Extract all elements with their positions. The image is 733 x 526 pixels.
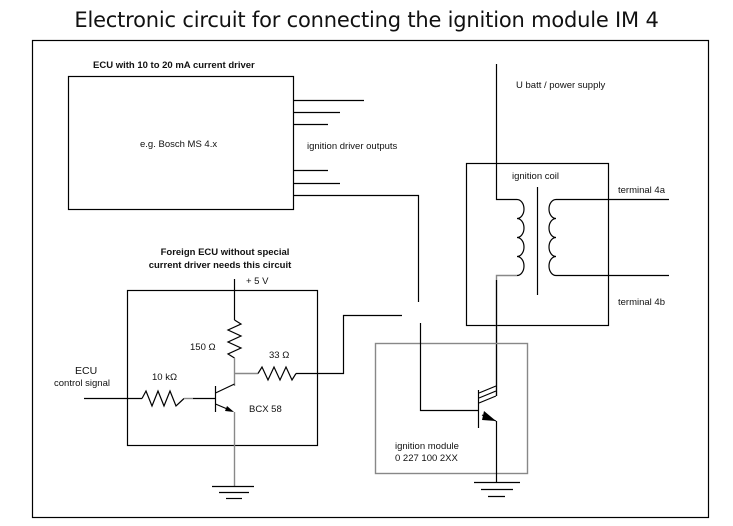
series-resistor-wire — [296, 314, 402, 375]
igbt-transistor — [477, 385, 498, 482]
resistor-10k-label: 10 kΩ — [152, 372, 177, 383]
coil-primary-winding — [516, 198, 525, 277]
resistor-33-ohm — [257, 365, 297, 382]
coil-to-module-wire — [495, 274, 517, 396]
foreign-ecu-heading-2: current driver needs this circuit — [149, 260, 292, 271]
ecu-box — [67, 75, 295, 211]
diagram-title: Electronic circuit for connecting the ig… — [74, 8, 659, 32]
resistor-33-label: 33 Ω — [269, 350, 289, 361]
module-input-wire — [419, 323, 478, 412]
ubatt-label: U batt / power supply — [516, 80, 605, 91]
foreign-circuit-box — [126, 289, 319, 447]
transistor-label: BCX 58 — [249, 404, 282, 415]
foreign-ecu-heading-1: Foreign ECU without special — [161, 247, 290, 258]
resistor-150-ohm — [226, 319, 243, 359]
supply-5v-label: + 5 V — [246, 276, 269, 287]
ubatt-wire — [495, 64, 517, 201]
resistor-150-label: 150 Ω — [190, 342, 216, 353]
ecu-input-label-2: control signal — [54, 378, 110, 389]
ecu-driver-wire — [293, 194, 420, 302]
ignition-coil-label: ignition coil — [512, 171, 559, 182]
outputs-label: ignition driver outputs — [307, 141, 398, 152]
terminal-4b-label: terminal 4b — [618, 297, 665, 308]
ecu-input-label-1: ECU — [75, 365, 97, 377]
coil-secondary-winding — [548, 198, 557, 277]
ground-symbol-module — [474, 481, 520, 498]
ground-symbol-foreign — [212, 485, 254, 500]
ignition-module-box — [374, 342, 529, 475]
terminal-4a-label: terminal 4a — [618, 185, 666, 196]
ignition-module-label-1: ignition module — [395, 441, 459, 452]
ecu-heading: ECU with 10 to 20 mA current driver — [93, 60, 255, 71]
ignition-module-label-2: 0 227 100 2XX — [395, 453, 459, 464]
resistor-10k — [141, 389, 185, 408]
ignition-coil-box — [465, 162, 610, 327]
transistor-bcx58 — [214, 383, 236, 486]
outer-frame — [31, 39, 710, 519]
ecu-label: e.g. Bosch MS 4.x — [140, 139, 217, 150]
ecu-output-lines — [293, 99, 420, 302]
